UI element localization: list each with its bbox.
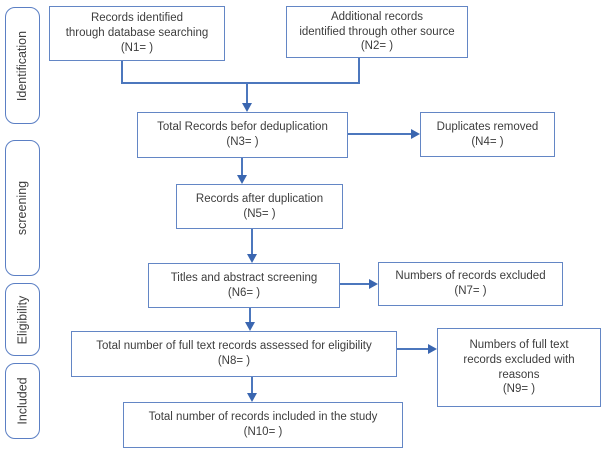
flow-box-records-after-duplication: Records after duplication (N5= ) (176, 184, 343, 229)
flow-box-fulltext-assessed-eligibility: Total number of full text records assess… (71, 331, 397, 377)
flow-box-records-identified-database: Records identified through database sear… (49, 6, 225, 61)
arrowhead-into-n7 (369, 279, 378, 289)
connector-merge-to-n3 (246, 82, 248, 104)
stage-identification-label: Identification (15, 30, 30, 101)
connector-n1-down (121, 61, 123, 83)
flow-box-additional-records-other-source: Additional records identified through ot… (286, 6, 468, 58)
stage-included: Included (5, 363, 40, 439)
arrowhead-into-n4 (411, 129, 420, 139)
connector-n2-down (358, 58, 360, 83)
connector-n8-to-n9 (397, 348, 429, 350)
arrowhead-into-n10 (247, 393, 257, 402)
stage-eligibility-label: Eligibility (15, 295, 30, 344)
connector-n8-to-n10 (251, 377, 253, 394)
connector-merge-horizontal (121, 82, 360, 84)
arrowhead-into-n3 (242, 103, 252, 112)
connector-n6-to-n7 (340, 283, 370, 285)
arrowhead-into-n5 (237, 175, 247, 184)
flow-box-records-excluded: Numbers of records excluded (N7= ) (378, 262, 563, 306)
arrowhead-into-n8 (245, 322, 255, 331)
flow-box-total-records-before-dedup: Total Records befor deduplication (N3= ) (137, 112, 348, 158)
flow-box-records-included-study: Total number of records included in the … (123, 402, 403, 448)
flow-box-duplicates-removed: Duplicates removed (N4= ) (420, 112, 555, 157)
flow-box-fulltext-excluded-reasons: Numbers of full text records excluded wi… (437, 328, 601, 407)
flow-box-titles-abstract-screening: Titles and abstract screening (N6= ) (148, 263, 340, 308)
arrowhead-into-n6 (247, 254, 257, 263)
arrowhead-into-n9 (428, 344, 437, 354)
stage-screening: screening (5, 140, 40, 276)
stage-screening-label: screening (15, 180, 30, 236)
stage-identification: Identification (5, 7, 40, 124)
connector-n5-to-n6 (251, 229, 253, 255)
connector-n3-to-n4 (348, 133, 412, 135)
stage-included-label: Included (15, 377, 30, 425)
stage-eligibility: Eligibility (5, 283, 40, 356)
connector-n6-to-n8 (249, 308, 251, 323)
connector-n3-to-n5 (241, 158, 243, 177)
